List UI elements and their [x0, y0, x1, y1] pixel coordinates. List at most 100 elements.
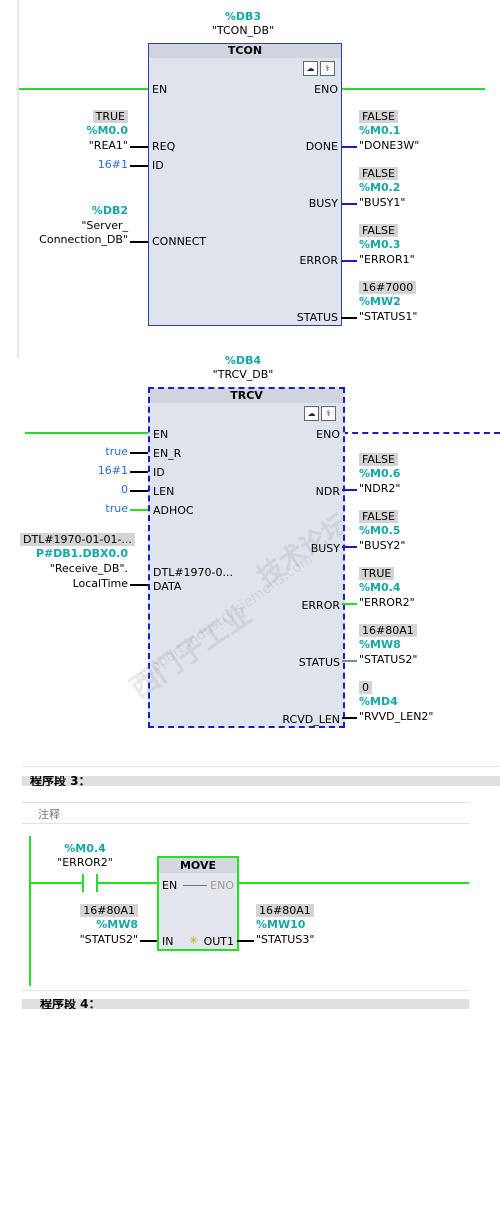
- tcon-pin-id: ID: [152, 159, 164, 172]
- tcon-id-value[interactable]: 16#1: [97, 158, 128, 171]
- trcv-status-wire: [342, 660, 357, 662]
- stethoscope-icon[interactable]: ⚕: [321, 406, 336, 421]
- segment3-rung-out: [237, 882, 469, 884]
- move-in-addr: %MW8: [96, 918, 138, 931]
- trcv-pin-len: LEN: [153, 485, 175, 498]
- trcv-data-name2[interactable]: LocalTime: [72, 577, 128, 590]
- trcv-pin-en: EN: [153, 428, 169, 441]
- segment3-title[interactable]: 程序段 3：: [22, 776, 500, 786]
- trcv-data-name1[interactable]: "Receive_DB".: [49, 562, 128, 575]
- trcv-ndr-name[interactable]: "NDR2": [359, 482, 401, 495]
- tcon-error-value: FALSE: [359, 224, 398, 237]
- tcon-pin-busy: BUSY: [308, 197, 338, 210]
- trcv-en-wire: [25, 432, 148, 434]
- segment-divider: [22, 766, 500, 767]
- tcon-busy-value: FALSE: [359, 167, 398, 180]
- trcv-data-value: DTL#1970-01-01-...: [20, 533, 135, 546]
- trcv-en-r-value[interactable]: true: [105, 445, 128, 458]
- trcv-data-wire: [130, 584, 148, 586]
- trcv-pin-ndr: NDR: [315, 485, 340, 498]
- trcv-busy-wire: [342, 546, 357, 548]
- tcon-req-name[interactable]: "REA1": [88, 139, 128, 152]
- move-pin-out1: OUT1: [203, 935, 234, 948]
- segment3-comment[interactable]: 注释: [22, 802, 469, 824]
- tcon-status-addr: %MW2: [359, 295, 401, 308]
- trcv-busy-value: FALSE: [359, 510, 398, 523]
- tcon-busy-name[interactable]: "BUSY1": [359, 196, 406, 209]
- tcon-block[interactable]: TCON ☁ ⚕ EN REQ ID CONNECT ENO DONE BUSY…: [148, 43, 342, 326]
- tcon-connect-addr: %DB2: [91, 204, 128, 217]
- tcon-done-value: FALSE: [359, 110, 398, 123]
- trcv-error-addr: %M0.4: [359, 581, 401, 594]
- trcv-len-value[interactable]: 0: [121, 483, 128, 496]
- tcon-id-wire: [130, 165, 148, 167]
- tcon-connect-name1[interactable]: "Server_: [81, 219, 128, 232]
- trcv-en-r-wire: [130, 452, 148, 454]
- trcv-rcvd-len-name[interactable]: "RVVD_LEN2": [359, 710, 434, 723]
- tcon-pin-req: REQ: [152, 140, 176, 153]
- move-out-name[interactable]: "STATUS3": [256, 933, 315, 946]
- tcon-status-name[interactable]: "STATUS1": [359, 310, 418, 323]
- tcon-busy-wire: [341, 203, 357, 205]
- cloud-icon[interactable]: ☁: [303, 61, 318, 76]
- segment3-rung-a: [31, 882, 83, 884]
- trcv-busy-addr: %M0.5: [359, 524, 401, 537]
- tcon-db-name: "TCON_DB": [211, 24, 275, 37]
- trcv-ndr-value: FALSE: [359, 453, 398, 466]
- trcv-id-value[interactable]: 16#1: [97, 464, 128, 477]
- trcv-pin-error: ERROR: [301, 599, 340, 612]
- tcon-pin-eno: ENO: [314, 83, 338, 96]
- tcon-req-wire: [130, 146, 148, 148]
- trcv-adhoc-value[interactable]: true: [105, 502, 128, 515]
- cloud-icon[interactable]: ☁: [304, 406, 319, 421]
- move-pin-eno: ENO: [210, 879, 234, 892]
- move-title: MOVE: [159, 858, 237, 873]
- trcv-db-addr: %DB4: [224, 354, 262, 367]
- trcv-len-wire: [130, 490, 148, 492]
- segment4-title[interactable]: 程序段 4：: [22, 999, 469, 1009]
- trcv-pin-adhoc: ADHOC: [153, 504, 194, 517]
- trcv-error-name[interactable]: "ERROR2": [359, 596, 415, 609]
- move-pin-in: IN: [162, 935, 174, 948]
- tcon-error-addr: %M0.3: [359, 238, 401, 251]
- tcon-done-addr: %M0.1: [359, 124, 401, 137]
- trcv-error-value: TRUE: [359, 567, 395, 580]
- move-out-addr: %MW10: [256, 918, 306, 931]
- contact-name[interactable]: "ERROR2": [57, 856, 113, 869]
- trcv-data-inner: DTL#1970-0...: [153, 566, 233, 579]
- tcon-pin-en: EN: [152, 83, 168, 96]
- stethoscope-icon[interactable]: ⚕: [320, 61, 335, 76]
- trcv-block[interactable]: TRCV ☁ ⚕ EN EN_R ID LEN ADHOC DTL#1970-0…: [148, 387, 345, 728]
- trcv-rcvd-len-value: 0: [359, 681, 372, 694]
- trcv-db-name: "TRCV_DB": [212, 368, 274, 381]
- move-block[interactable]: MOVE EN ENO IN ✳ OUT1: [157, 856, 239, 951]
- tcon-eno-wire: [341, 88, 485, 90]
- trcv-busy-name[interactable]: "BUSY2": [359, 539, 406, 552]
- power-rail-left: [17, 0, 19, 358]
- tcon-done-wire: [341, 146, 357, 148]
- tcon-done-name[interactable]: "DONE3W": [359, 139, 420, 152]
- tcon-title: TCON: [149, 44, 341, 58]
- tcon-status-wire: [341, 317, 357, 319]
- contact-addr: %M0.4: [64, 842, 106, 855]
- no-contact-symbol[interactable]: [82, 874, 98, 892]
- tcon-error-name[interactable]: "ERROR1": [359, 253, 415, 266]
- tcon-db-addr: %DB3: [224, 10, 262, 23]
- trcv-status-name[interactable]: "STATUS2": [359, 653, 418, 666]
- tcon-en-wire: [19, 88, 148, 90]
- trcv-pin-id: ID: [153, 466, 165, 479]
- trcv-ndr-wire: [342, 489, 357, 491]
- move-in-name[interactable]: "STATUS2": [79, 933, 138, 946]
- move-in-value: 16#80A1: [70, 904, 138, 917]
- trcv-eno-wire: [342, 432, 500, 434]
- tcon-connect-wire: [130, 241, 148, 243]
- tcon-req-value: TRUE: [60, 110, 128, 123]
- segment3-rung-b: [98, 882, 157, 884]
- trcv-pin-en-r: EN_R: [153, 447, 182, 460]
- move-en-eno-link: [183, 885, 207, 886]
- tcon-error-wire: [341, 260, 357, 262]
- tcon-connect-name2[interactable]: Connection_DB": [39, 233, 128, 246]
- tcon-pin-error: ERROR: [299, 254, 338, 267]
- tcon-busy-addr: %M0.2: [359, 181, 401, 194]
- segment3-power-rail: [29, 836, 31, 986]
